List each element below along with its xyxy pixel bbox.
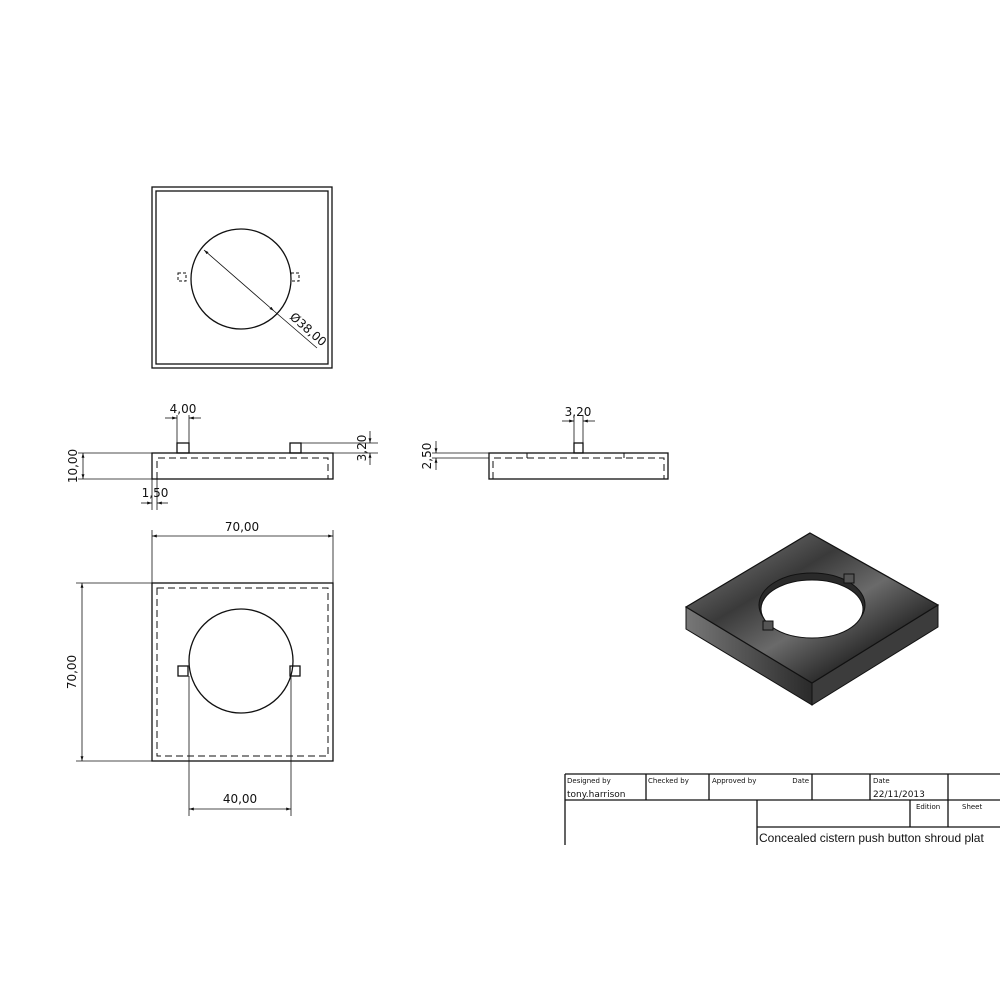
isometric-view [684,532,940,706]
tab-spacing-label: 40,00 [223,792,257,806]
diameter-leader [273,310,318,349]
recess-depth-label: 2,50 [420,443,434,470]
approved-date-label: Date [792,777,809,785]
top-view: Ø38,00 [151,186,333,369]
approved-by-label: Approved by [712,777,756,785]
wall-label: 1,50 [142,486,169,500]
hidden-tab-right [290,272,300,282]
checked-by-label: Checked by [648,777,689,785]
inner-edge [155,190,329,365]
tab-right [289,665,301,677]
iso-tab-left [762,620,774,631]
plate-outline [151,582,334,762]
front-view: 4,00 3,20 10,00 1,50 [66,402,378,510]
width-label: 70,00 [225,520,259,534]
side-view: 3,20 2,50 [420,405,669,480]
diameter-dimension-line [203,249,275,312]
plate-outline [151,452,334,480]
drawing-title: Concealed cistern push button shroud pla… [759,831,984,845]
date-value: 22/11/2013 [873,790,925,800]
designed-by-value: tony.harrison [567,790,626,800]
tab-left [176,442,190,454]
thickness-label: 10,00 [66,449,80,483]
title-block: Designed by tony.harrison Checked by App… [564,773,1000,845]
iso-hole [760,579,864,639]
height-label: 70,00 [65,655,79,689]
diameter-label: Ø38,00 [287,310,329,349]
hidden-tab-left [177,272,187,282]
date-label: Date [873,777,890,785]
tab-height-label: 3,20 [355,435,369,462]
tab [573,442,584,454]
outer-edge [151,186,333,369]
iso-tab-right [843,573,855,584]
tab-width-label: 4,00 [170,402,197,416]
plate-outline [488,452,669,480]
hole-circle [188,608,294,714]
tab-left [177,665,189,677]
bottom-view: 70,00 70,00 40,00 [65,520,334,816]
designed-by-label: Designed by [567,777,611,785]
hole-circle [190,228,292,330]
hidden-recess [156,457,329,479]
edition-label: Edition [916,803,940,811]
tab-right [289,442,302,454]
sheet-label: Sheet [962,803,982,811]
tab-width-side-label: 3,20 [565,405,592,419]
